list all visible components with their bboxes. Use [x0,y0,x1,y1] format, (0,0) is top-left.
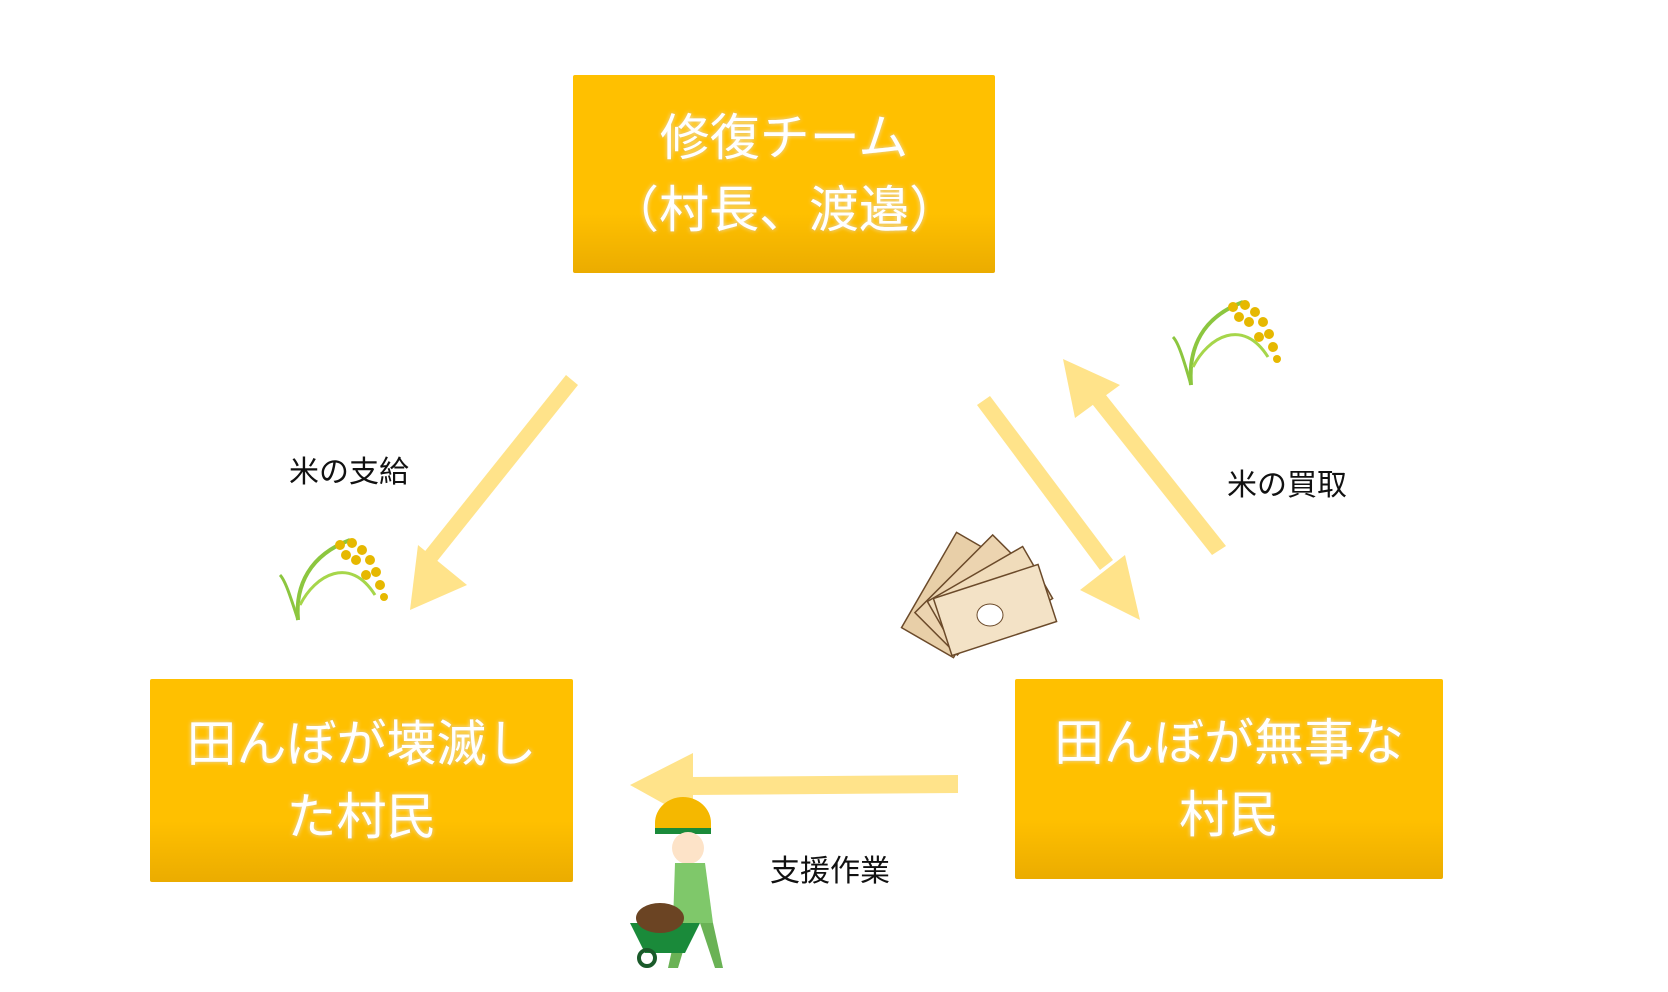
label-rice-purchase: 米の買取 [1227,468,1347,503]
node-safe-line2: 村民 [1179,786,1279,844]
worker-with-wheelbarrow-icon [630,797,723,968]
arrow-rice-purchase [1063,359,1226,555]
node-repair-team-line1: 修復チーム [659,108,909,167]
label-rice-supply: 米の支給 [289,455,409,490]
arrow-money [977,396,1140,620]
banknotes-icon [900,531,1058,659]
rice-plant-icon [278,538,388,621]
node-destroyed-line1: 田んぼが壊滅し [186,715,537,773]
node-safe-villagers: 田んぼが無事な 村民 [1015,679,1443,879]
node-destroyed-villagers: 田んぼが壊滅し た村民 [150,679,573,882]
arrow-rice-supply [410,375,578,610]
label-support-work: 支援作業 [770,854,890,889]
node-repair-team-line2: （村長、渡邉） [609,181,959,239]
node-repair-team: 修復チーム （村長、渡邉） [573,75,995,273]
rice-plant-icon [1171,300,1281,386]
node-destroyed-line2: た村民 [286,787,437,846]
node-safe-line1: 田んぼが無事な [1054,713,1404,772]
